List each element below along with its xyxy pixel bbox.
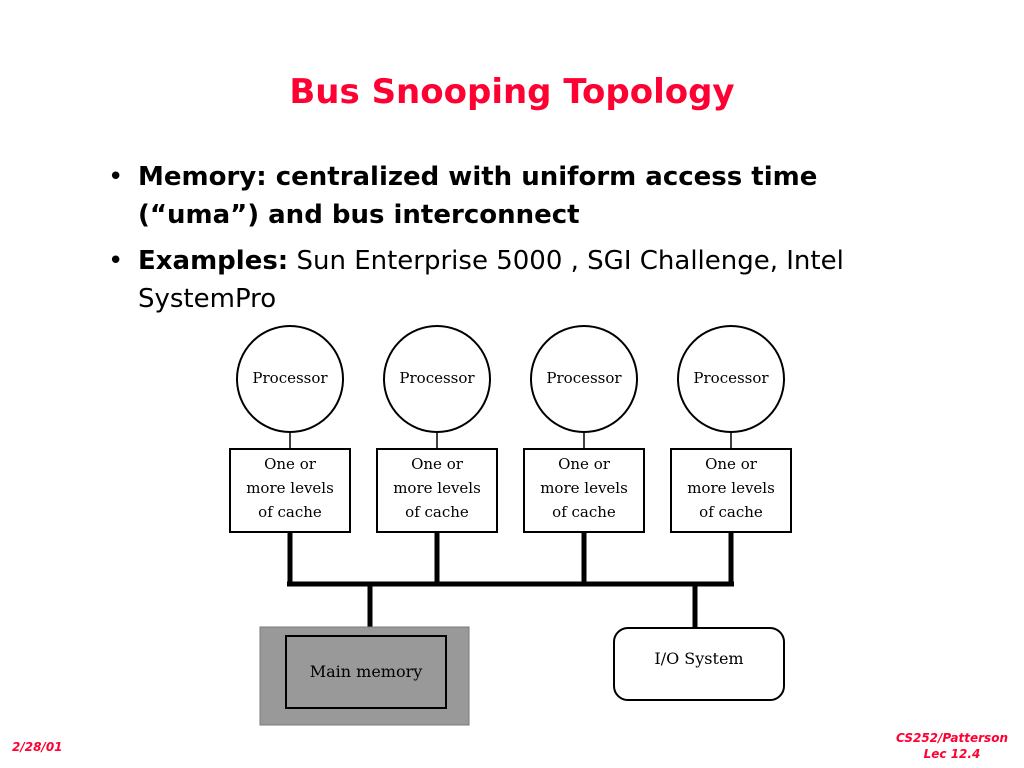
processor-label: Processor xyxy=(252,369,328,387)
processor-node-4: Processor xyxy=(677,325,785,433)
bullet-text: Sun Enterprise 5000 , SGI Challenge, Int… xyxy=(138,246,844,314)
cache-label-line: more levels xyxy=(687,479,775,497)
footer-course: CS252/Patterson xyxy=(895,731,1008,745)
bullet-dot-icon: • xyxy=(108,162,124,192)
bullet-memory: • Memory: centralized with uniform acces… xyxy=(108,158,928,234)
io-system-label: I/O System xyxy=(654,649,743,668)
processor-cache-links xyxy=(289,430,732,449)
cache-label-line: of cache xyxy=(405,503,469,521)
processor-node-3: Processor xyxy=(530,325,638,433)
io-system-block: I/O System xyxy=(613,627,785,701)
processor-label: Processor xyxy=(693,369,769,387)
cache-label-line: One or xyxy=(264,455,317,473)
cache-label-line: more levels xyxy=(393,479,481,497)
processor-node-2: Processor xyxy=(383,325,491,433)
processor-label: Processor xyxy=(546,369,622,387)
bus-lines xyxy=(287,532,734,632)
bullet-lead: Examples: xyxy=(138,246,289,276)
processor-node-1: Processor xyxy=(236,325,344,433)
cache-box-1: One or more levels of cache xyxy=(229,448,351,533)
cache-label-line: of cache xyxy=(258,503,322,521)
main-memory-block: Main memory xyxy=(259,626,470,726)
cache-box-4: One or more levels of cache xyxy=(670,448,792,533)
footer-course-info: CS252/Patterson Lec 12.4 xyxy=(896,730,1008,762)
processor-label: Processor xyxy=(399,369,475,387)
bullet-dot-icon: • xyxy=(108,246,124,276)
cache-label-line: One or xyxy=(558,455,611,473)
cache-label-line: of cache xyxy=(552,503,616,521)
cache-box-3: One or more levels of cache xyxy=(523,448,645,533)
footer-lecture: Lec 12.4 xyxy=(923,747,981,761)
main-memory-label: Main memory xyxy=(310,662,423,681)
cache-label-line: more levels xyxy=(246,479,334,497)
cache-label-line: of cache xyxy=(699,503,763,521)
bullet-examples: • Examples: Sun Enterprise 5000 , SGI Ch… xyxy=(108,242,928,318)
cache-label-line: more levels xyxy=(540,479,628,497)
slide-title: Bus Snooping Topology xyxy=(289,72,735,112)
footer-date: 2/28/01 xyxy=(12,740,63,754)
bullet-lead: Memory: xyxy=(138,162,267,192)
bullet-list: • Memory: centralized with uniform acces… xyxy=(108,158,928,326)
cache-label-line: One or xyxy=(705,455,758,473)
bullet-text: centralized with uniform access time (“u… xyxy=(138,162,818,230)
cache-label-line: One or xyxy=(411,455,464,473)
cache-box-2: One or more levels of cache xyxy=(376,448,498,533)
